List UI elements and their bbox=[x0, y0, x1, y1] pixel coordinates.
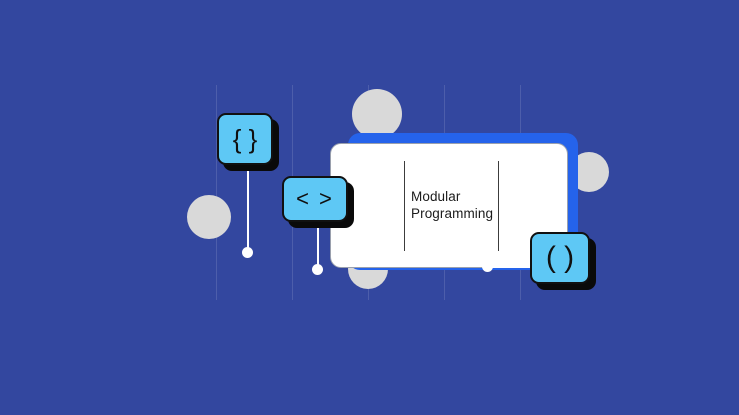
connector-dot-angle bbox=[312, 264, 323, 275]
grid-line-1 bbox=[216, 85, 217, 300]
angle-brackets-icon[interactable]: < > bbox=[282, 176, 348, 222]
card-divider-right bbox=[498, 161, 499, 251]
card-divider-left bbox=[404, 161, 405, 251]
badge-curly-braces[interactable]: { } bbox=[217, 113, 279, 171]
curly-braces-glyph: { } bbox=[232, 124, 258, 154]
connector-line-angle bbox=[317, 218, 319, 272]
connector-dot-parens bbox=[482, 261, 493, 272]
parentheses-icon[interactable]: ( ) bbox=[530, 232, 590, 284]
angle-brackets-glyph: < > bbox=[296, 186, 334, 211]
decorative-circle-top bbox=[352, 89, 402, 139]
parentheses-glyph: ( ) bbox=[545, 241, 575, 274]
main-card: Modular Programming bbox=[330, 143, 568, 268]
curly-braces-icon[interactable]: { } bbox=[217, 113, 273, 165]
connector-dot-curly bbox=[242, 247, 253, 258]
decorative-circle-left bbox=[187, 195, 231, 239]
connector-line-curly bbox=[247, 162, 249, 254]
page-title: Modular Programming bbox=[411, 189, 494, 221]
badge-parentheses[interactable]: ( ) bbox=[530, 232, 596, 290]
connector-line-parens bbox=[489, 266, 541, 268]
badge-angle-brackets[interactable]: < > bbox=[282, 176, 354, 228]
